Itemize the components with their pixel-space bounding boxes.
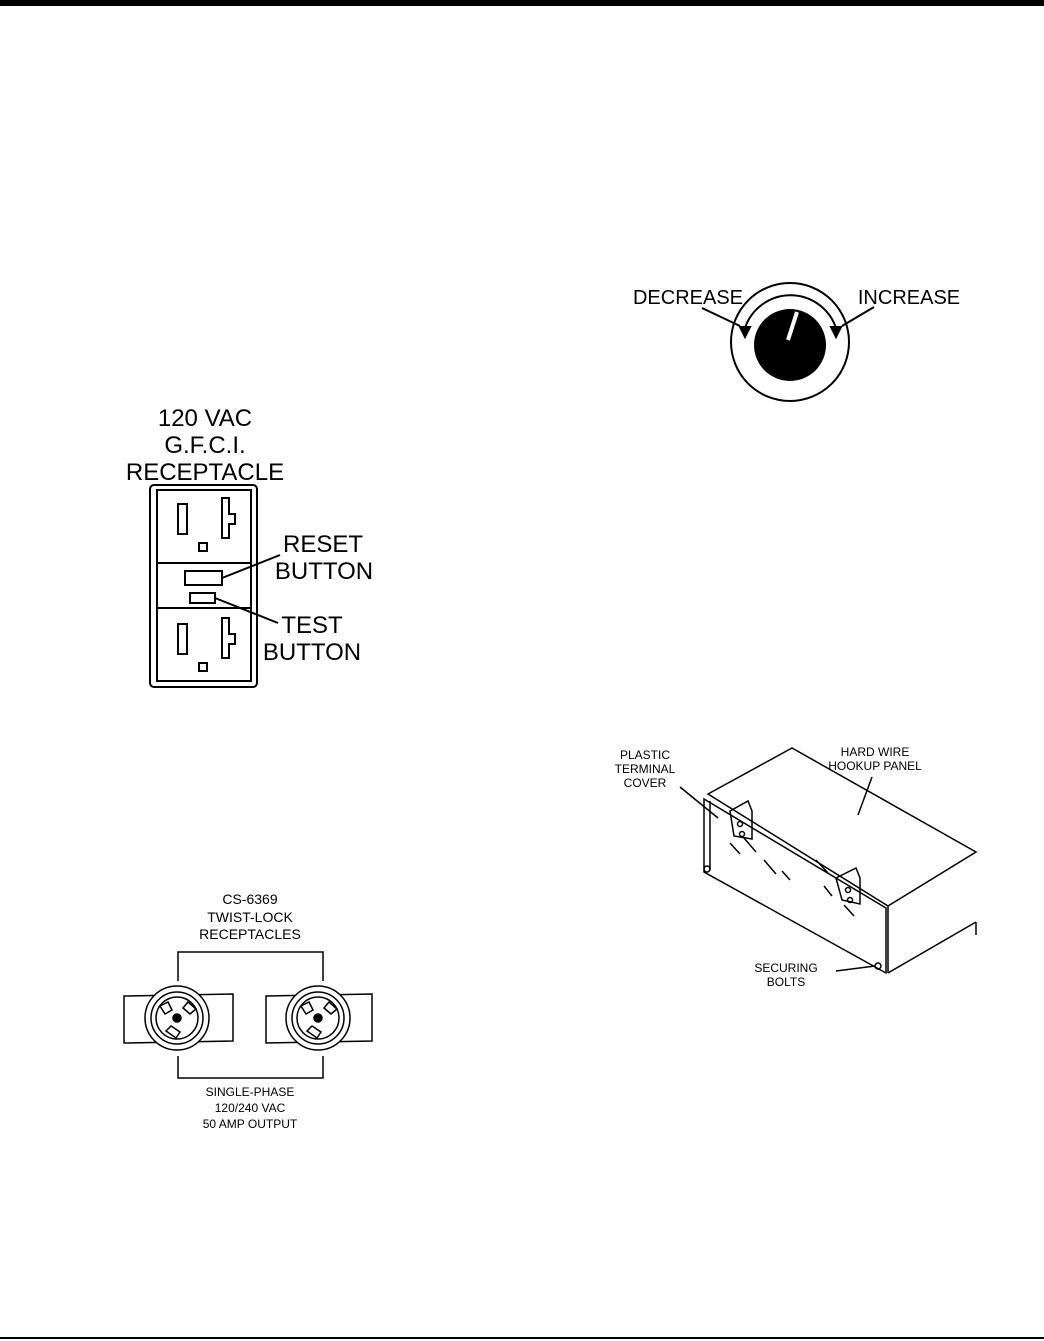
bottom-outlet-ground [198, 662, 208, 672]
securing-bolts-label-line1: SECURING [754, 961, 818, 975]
bottom-outlet-slot-left [177, 623, 188, 655]
hookup-panel-label-line2: HOOKUP PANEL [828, 759, 922, 773]
test-leader-line [214, 597, 279, 624]
twistlock-bottom-line2: 120/240 VAC [214, 1101, 286, 1115]
top-outlet-ground [198, 542, 208, 552]
gfci-title-line2: G.F.C.I. [164, 432, 246, 459]
knob-outer-ring [730, 282, 850, 402]
hard-wire-panel-figure: PLASTIC TERMINAL COVER HARD WIRE HOOKUP … [520, 700, 1044, 1200]
securing-bolts-label-line2: BOLTS [766, 975, 806, 989]
decrease-arrow [738, 326, 752, 340]
twistlock-title-line3: RECEPTACLES [199, 926, 301, 942]
twistlock-title-line1: CS-6369 [222, 891, 278, 907]
reset-button [184, 570, 223, 586]
top-rule [0, 0, 1044, 6]
bottom-rule [0, 1337, 1044, 1339]
panel-top-face [706, 747, 978, 907]
reset-leader-line [221, 554, 281, 579]
gfci-title-line1: 120 VAC [157, 405, 253, 432]
increase-arrow [829, 326, 843, 340]
increase-label: INCREASE [857, 287, 961, 309]
reset-label-line1: RESET [282, 531, 363, 558]
twistlock-drawing [123, 951, 373, 1079]
bottom-outlet-slot-right [221, 617, 236, 659]
plastic-cover-label-line1: PLASTIC [619, 748, 670, 762]
test-button [189, 592, 216, 604]
test-label-line1: TEST [281, 612, 343, 639]
knob-indicator [786, 311, 799, 341]
hookup-panel-drawing [679, 747, 978, 975]
hookup-panel-label-line1: HARD WIRE [840, 745, 910, 759]
plastic-terminal-cover [703, 797, 887, 975]
twistlock-bottom-line1: SINGLE-PHASE [205, 1085, 295, 1099]
twistlock-title-line2: TWIST-LOCK [207, 909, 293, 925]
top-outlet-slot-left [177, 503, 188, 535]
gfci-title-line3: RECEPTACLE [125, 459, 285, 486]
plastic-cover-label-line2: TERMINAL [614, 762, 676, 776]
left-securing-bolt [703, 865, 711, 873]
voltage-knob-figure: DECREASE INCREASE [520, 0, 1044, 700]
knob-rotation-arc [744, 294, 837, 329]
knob-body [754, 309, 826, 381]
gfci-receptacle-figure: 120 VAC G.F.C.I. RECEPTACLE R [0, 0, 520, 700]
plastic-cover-label-line3: COVER [623, 776, 667, 790]
decrease-label: DECREASE [632, 287, 744, 309]
twistlock-bottom-line3: 50 AMP OUTPUT [202, 1117, 298, 1131]
test-label-line2: BUTTON [262, 639, 362, 666]
knob-drawing [701, 282, 875, 402]
right-hinge [835, 866, 861, 905]
reset-label-line2: BUTTON [274, 558, 374, 585]
top-outlet-slot-right [221, 497, 236, 539]
left-hinge [729, 799, 753, 840]
gfci-receptacle-drawing [149, 484, 281, 688]
twistlock-receptacles-figure: CS-6369 TWIST-LOCK RECEPTACLES [0, 700, 520, 1200]
gfci-faceplate [149, 484, 258, 688]
gfci-outlet-body [156, 489, 252, 682]
